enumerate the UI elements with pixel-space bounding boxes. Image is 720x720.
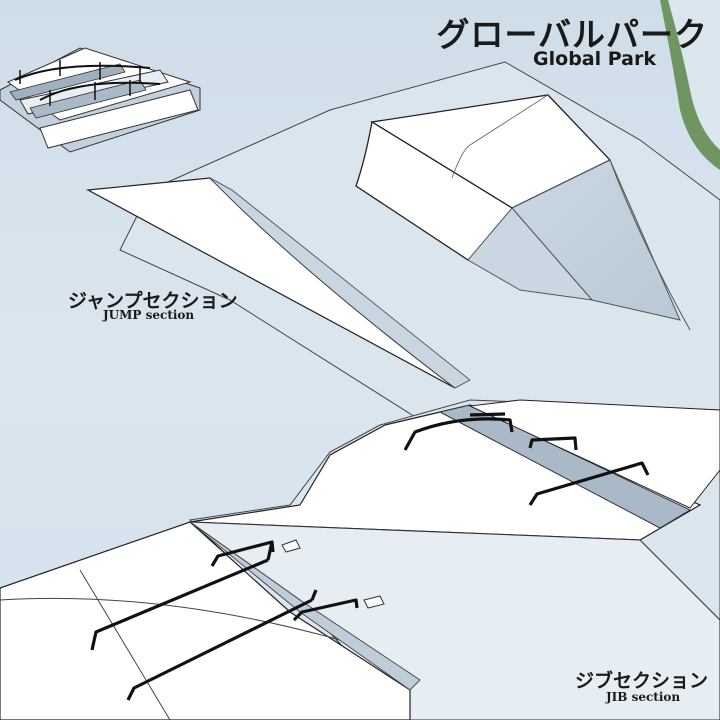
jump-wedge-side	[209, 177, 471, 389]
jump-section-label-japanese: ジャンプセクション	[68, 290, 238, 312]
jib-rails	[90, 412, 650, 701]
park-title-english: Global Park	[533, 48, 656, 70]
mini-jib-setup	[0, 47, 201, 153]
park-title-japanese: グローバルパーク	[436, 15, 708, 54]
jump-kicker	[355, 94, 691, 331]
jump-section-label-english: JUMP section	[103, 308, 195, 322]
jib-section-label-english: JIB section	[606, 690, 681, 704]
jib-section-label-japanese: ジブセクション	[575, 670, 709, 692]
rail-marker	[363, 595, 385, 609]
rail-marker	[281, 539, 301, 553]
snow-edge	[668, 0, 720, 150]
